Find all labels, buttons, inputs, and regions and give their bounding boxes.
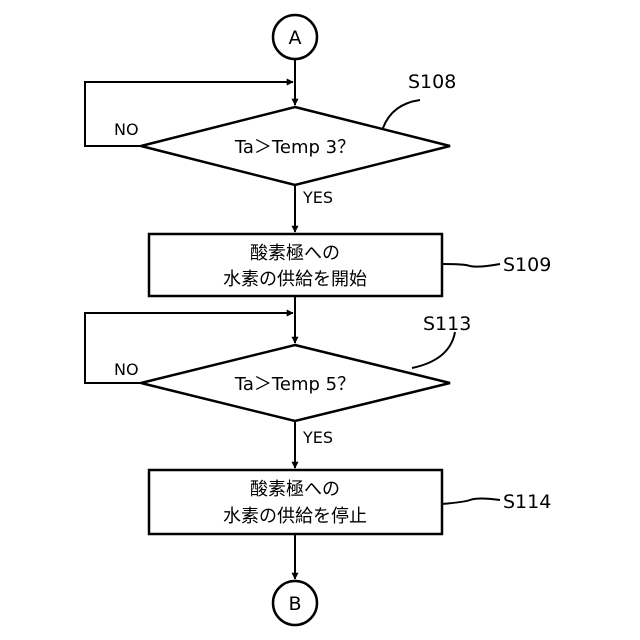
decision-s113-leader [412,332,455,368]
decision-s113-no-label: NO [114,360,139,379]
connector-a-label: A [289,27,302,49]
process-s109: 酸素極への 水素の供給を開始 S109 [149,234,551,296]
process-s114-leader [442,499,500,505]
process-s109-step: S109 [503,254,551,276]
connector-b-label: B [288,593,301,615]
decision-s108-no-label: NO [114,120,139,139]
process-s114-step: S114 [503,491,551,513]
connector-b: B [273,581,317,625]
process-s109-line1: 酸素極への [250,243,340,264]
decision-s113-step: S113 [423,313,471,335]
process-s114-line1: 酸素極への [250,479,340,500]
decision-s108-step: S108 [408,71,456,93]
process-s109-leader [442,264,500,267]
decision-s108-condition: Ta＞Temp 3？ [234,137,355,158]
process-s109-line2: 水素の供給を開始 [223,269,367,290]
decision-s108-yes-label: YES [302,188,333,207]
decision-s113: Ta＞Temp 5？ NO YES S113 [114,313,471,447]
decision-s108-leader [383,100,420,128]
process-s114-line2: 水素の供給を停止 [223,506,367,527]
connector-a: A [273,15,317,59]
decision-s113-condition: Ta＞Temp 5？ [234,374,355,395]
decision-s113-yes-label: YES [302,428,333,447]
process-s114: 酸素極への 水素の供給を停止 S114 [149,470,551,534]
decision-s108: Ta＞Temp 3？ NO YES S108 [114,71,456,207]
